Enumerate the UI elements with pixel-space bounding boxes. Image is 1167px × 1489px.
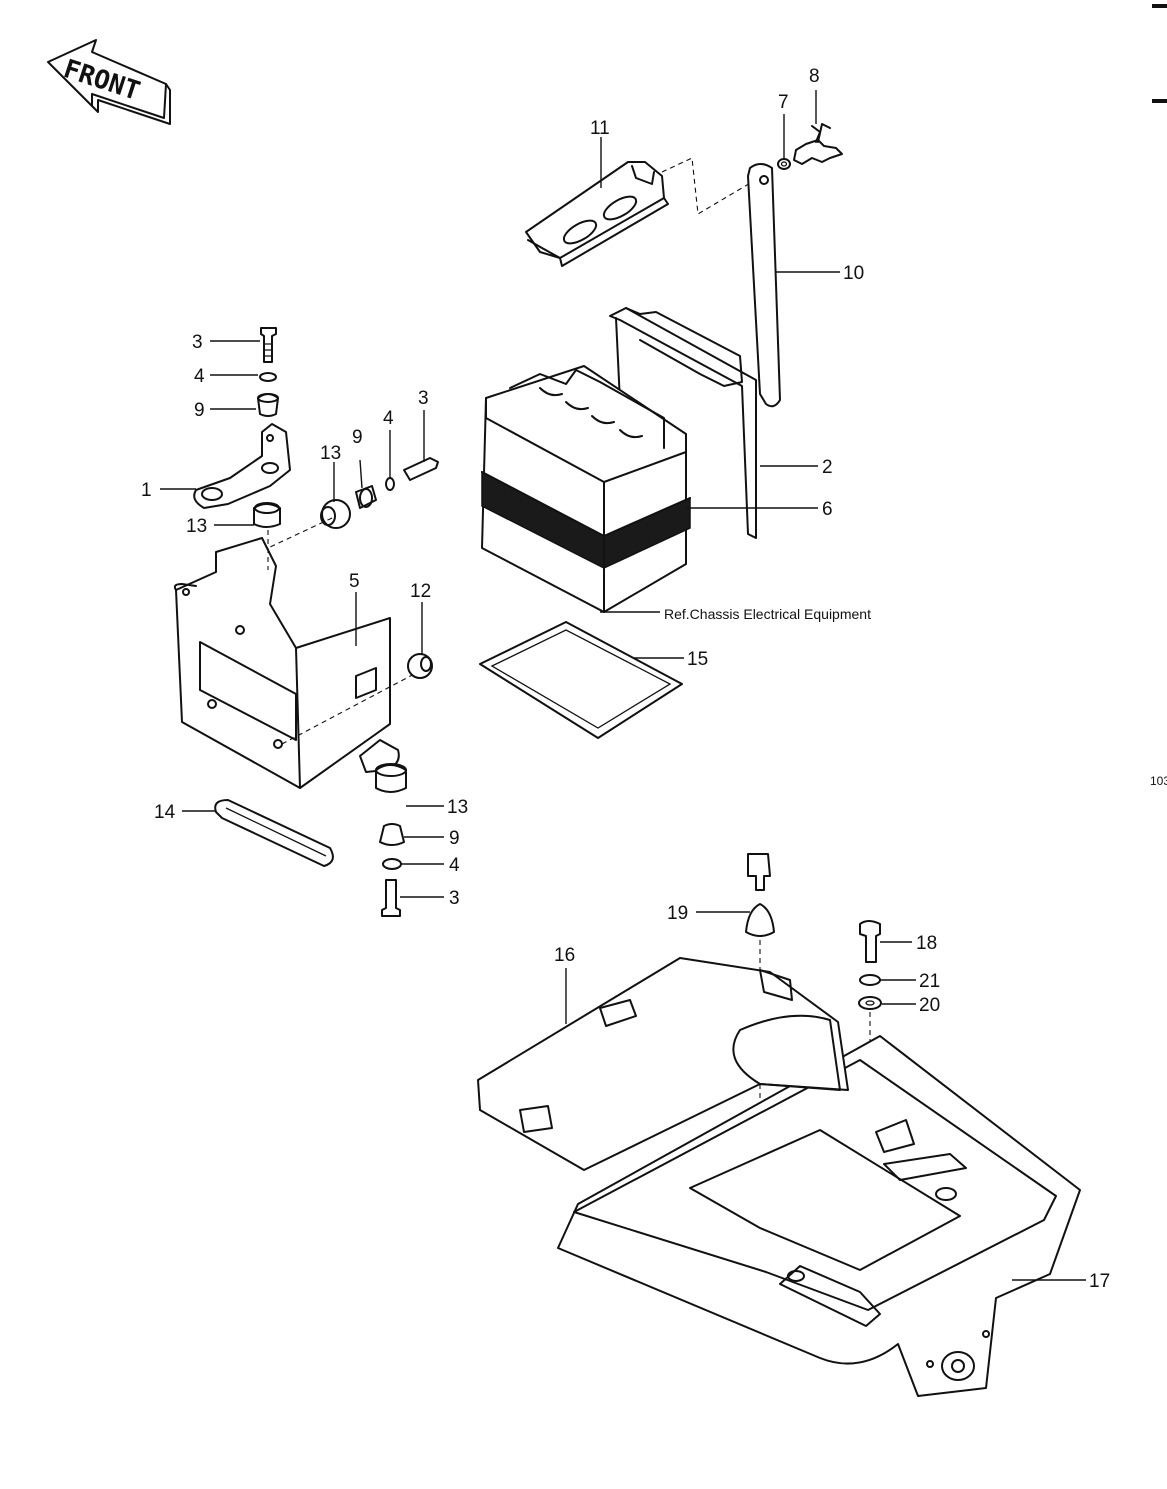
callout-2: 2	[822, 457, 833, 478]
part-11-holder-plate	[525, 161, 669, 267]
callout-9-upper: 9	[194, 400, 205, 421]
part-1-bracket	[193, 423, 291, 509]
part-13-grommet-lower	[375, 763, 407, 793]
guide-grommet-holder	[267, 517, 333, 570]
part-8-wing-bolt	[793, 123, 843, 165]
callout-4-side: 4	[383, 408, 394, 429]
leader-lines	[160, 90, 1086, 1281]
callout-21: 21	[919, 971, 940, 992]
callout-16: 16	[554, 945, 575, 966]
part-3-bolt-upper	[260, 327, 277, 363]
callout-9-lower: 9	[449, 828, 460, 849]
part-18-bolt	[859, 920, 881, 963]
part-3-bolt-lower	[381, 879, 401, 917]
part-20-washer	[858, 996, 882, 1010]
part-7-washer	[777, 158, 791, 170]
callout-3-lower: 3	[449, 888, 460, 909]
callout-9-side: 9	[352, 427, 363, 448]
part-9-collar-side	[355, 485, 377, 509]
part-16-tray-lid	[477, 957, 849, 1171]
part-4-washer-upper	[259, 372, 277, 382]
callout-labels: 11 7 8 10 2 6 15 3 4 9 1 13 13 9 4 3 5 1…	[141, 66, 1110, 1292]
guide-5-12	[281, 671, 419, 745]
callout-17: 17	[1089, 1271, 1110, 1292]
part-4-washer-side	[385, 477, 395, 491]
part-2-battery-case	[609, 307, 757, 539]
part-9-collar-lower	[379, 823, 405, 846]
reference-note: Ref.Chassis Electrical Equipment	[664, 606, 871, 622]
front-arrow-icon: FRONT	[47, 39, 171, 125]
part-13-grommet-upper	[253, 502, 281, 528]
guide-11-10	[661, 157, 753, 215]
callout-4-upper: 4	[194, 366, 205, 387]
page-code: 103	[1150, 774, 1167, 788]
callout-15: 15	[687, 649, 708, 670]
part-6-battery	[481, 365, 691, 613]
part-9-collar-upper	[257, 393, 279, 417]
callout-10: 10	[843, 263, 864, 284]
part-15-battery-mat	[479, 621, 683, 739]
callout-7: 7	[778, 92, 789, 113]
part-5-battery-holder	[173, 537, 400, 789]
edge-mark-top	[1152, 4, 1167, 8]
callout-18: 18	[916, 933, 937, 954]
callout-13-side: 13	[320, 443, 341, 464]
callout-4-lower: 4	[449, 855, 460, 876]
part-19-clip	[745, 853, 775, 937]
callout-20: 20	[919, 995, 940, 1016]
callout-19: 19	[667, 903, 688, 924]
callout-13-lower: 13	[447, 797, 468, 818]
callout-1: 1	[141, 480, 152, 501]
part-21-washer	[859, 974, 881, 986]
part-14-rubber-strip	[214, 799, 334, 867]
part-12-grommet	[407, 653, 433, 679]
callout-12: 12	[410, 581, 431, 602]
part-10-strap	[747, 163, 781, 408]
callout-14: 14	[154, 802, 176, 823]
callout-5: 5	[349, 571, 360, 592]
edge-mark-bottom	[1152, 99, 1167, 103]
part-3-bolt-side	[403, 457, 439, 481]
callout-3-upper: 3	[192, 332, 203, 353]
callout-11: 11	[590, 118, 610, 139]
callout-8: 8	[809, 66, 820, 87]
callout-3-side: 3	[418, 388, 429, 409]
callout-6: 6	[822, 499, 833, 520]
part-4-washer-lower	[382, 858, 402, 870]
part-13-grommet-side	[320, 499, 351, 529]
part-17-tray	[557, 1035, 1081, 1397]
callout-13-upper: 13	[186, 516, 207, 537]
